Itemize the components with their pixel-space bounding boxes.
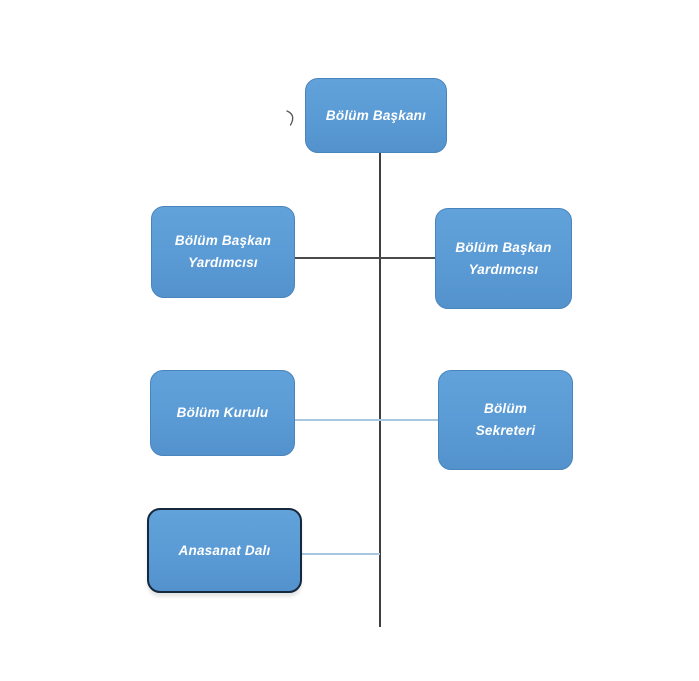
org-node-bolum-baskan-yardimcisi-left: Bölüm Başkan Yardımcısı: [151, 206, 295, 298]
connector-row2-horizontal: [295, 257, 436, 259]
org-node-bolum-baskan-yardimcisi-right: Bölüm Başkan Yardımcısı: [435, 208, 572, 309]
node-label-line: Bölüm Başkan: [455, 239, 552, 255]
connector-row3-horizontal: [295, 419, 439, 421]
connector-vertical-main: [379, 153, 381, 627]
org-node-bolum-kurulu: Bölüm Kurulu: [150, 370, 295, 456]
node-label-line: Bölüm: [484, 401, 527, 417]
node-label-line: Yardımcısı: [188, 255, 258, 270]
org-node-bolum-baskani: Bölüm Başkanı: [305, 78, 447, 153]
node-label-line: Bölüm Kurulu: [176, 405, 269, 421]
stray-pen-mark: [286, 110, 294, 126]
node-label-line: Bölüm Başkan: [174, 233, 272, 249]
node-label-line: Bölüm Başkanı: [325, 107, 427, 123]
org-node-anasanat-dali: Anasanat Dalı: [147, 508, 302, 593]
connector-row4-horizontal: [302, 553, 380, 555]
node-label-line: Yardımcısı: [468, 261, 539, 277]
org-node-bolum-sekreteri: Bölüm Sekreteri: [438, 370, 573, 470]
node-label-line: Sekreteri: [475, 423, 536, 438]
node-label-line: Anasanat Dalı: [178, 542, 271, 558]
